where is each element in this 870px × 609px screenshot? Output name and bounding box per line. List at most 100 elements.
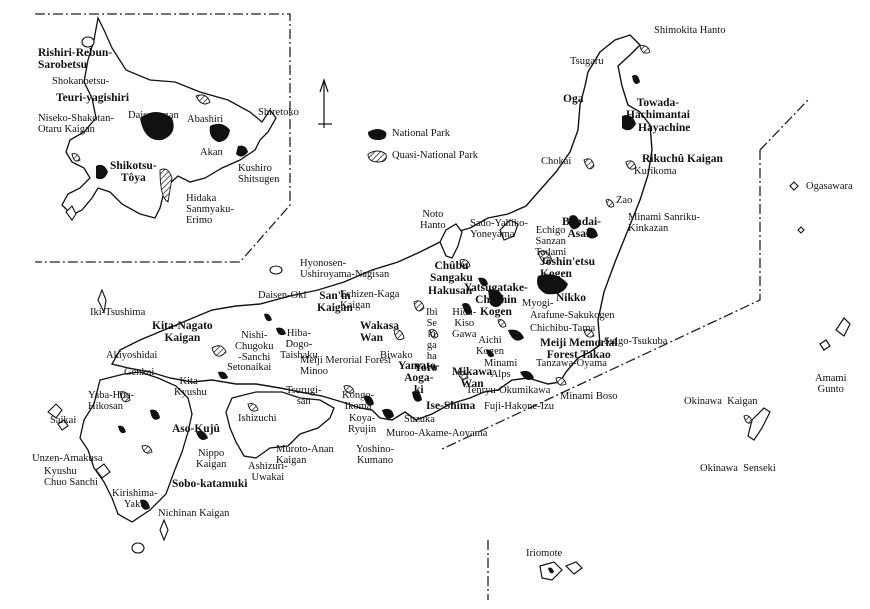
label-daisen: Daisen-Oki	[258, 290, 307, 301]
label-akiyoshidai: Akiyoshidai	[106, 350, 158, 361]
label-chichibu: Chichibu-Tama	[530, 323, 596, 334]
label-kushiro: Kushiro Shitsugen	[238, 163, 280, 185]
label-koya: Koya- Ryujin	[348, 413, 377, 435]
label-abashiri: Abashiri	[187, 114, 224, 125]
label-nishi-chugoku: Nishi- Chugoku -Sanchi	[235, 330, 274, 363]
label-ibi: Ibi Se ki ga ha ra	[426, 307, 438, 373]
label-iki: Iki-Tsushima	[90, 307, 146, 318]
label-okinawa-kaigan: Okinawa Kaigan	[684, 396, 758, 407]
label-shikotsu: Shikotsu- Tôya	[110, 160, 157, 184]
label-zao: Zao	[616, 195, 633, 206]
label-nikko: Nikko	[556, 292, 587, 304]
label-kirishima: Kirishima- Yaku	[112, 488, 158, 510]
legend-quasi-national-park-label: Quasi-National Park	[392, 150, 479, 161]
legend-national-park-label: National Park	[392, 128, 451, 139]
label-shiretoko: Shiretoko	[258, 107, 299, 118]
label-ogasawara: Ogasawara	[806, 181, 853, 192]
label-tsugaru: Tsugaru	[570, 56, 604, 67]
label-sanin: San'in Kaigan	[317, 290, 353, 314]
label-ise: Ise-Shima	[426, 400, 476, 412]
label-daisetsuzan: Daisetsuzan	[128, 110, 179, 121]
okinawa-island	[747, 407, 771, 441]
label-minami-alps: Minami Alps	[484, 358, 518, 380]
label-sado: Sado-Yahiko- Yoneyama	[470, 218, 528, 240]
quasi-national-parks	[71, 45, 753, 454]
label-minami-boso: Minami Boso	[560, 391, 618, 402]
label-aso: Aso-Kujû	[172, 423, 220, 435]
label-muroto: Muroto-Anan Kaigan	[276, 444, 334, 466]
tsushima	[97, 288, 107, 314]
amami-island	[819, 317, 851, 351]
label-ishizuchi: Ishizuchi	[238, 413, 277, 424]
label-aichi: Aichi Kogen	[476, 335, 504, 357]
label-genkai: Genkai	[124, 367, 155, 378]
label-kurikoma: Kurikoma	[634, 166, 677, 177]
tanegashima	[159, 518, 169, 542]
ogasawara-islands	[789, 181, 805, 234]
label-minami-sanriku: Minami Sanriku- Kinkazan	[628, 212, 701, 234]
label-muroo: Muroo-Akame-Aoyama	[386, 428, 488, 439]
label-ashizuri: Ashizuri- Uwakai	[248, 461, 288, 483]
label-yoro: Yoro	[414, 362, 438, 374]
label-wakasa: Wakasa Wan	[360, 320, 399, 344]
label-teuri: Teuri-yagishiri	[56, 92, 130, 104]
label-kita-kyushu: Kita- Kyushu	[174, 376, 207, 398]
label-biwako: Biwako	[380, 350, 413, 361]
label-nichinan: Nichinan Kaigan	[158, 508, 230, 519]
label-meiji-minoo: Meiji Merorial Forest Minoo	[300, 355, 391, 377]
label-hiba: Hiba- Dogo- Taishaku	[280, 328, 318, 361]
iriomote-island	[539, 561, 583, 581]
label-towada: Towada- Hachimantai	[626, 97, 690, 121]
label-yoshino: Yoshino- Kumano	[356, 444, 395, 466]
label-unzen: Unzen-Amakusa	[32, 453, 103, 464]
label-bandai: Bandai- Asahi	[562, 216, 601, 240]
okushiri-island	[65, 205, 77, 221]
goto-islands	[47, 403, 69, 431]
label-sobo: Sobo-katamuki	[172, 478, 248, 490]
ryukyu-inset-frame	[439, 99, 809, 600]
yakushima	[131, 542, 145, 554]
label-hayachine: Hayachine	[638, 122, 691, 134]
label-amami: Amami Gunto	[815, 373, 847, 395]
label-chokai: Chokai	[541, 156, 572, 167]
label-noto: Noto Hanto	[420, 209, 446, 231]
label-tanzawa: Tanzawa-Oyama	[536, 358, 607, 369]
rishiri-island	[81, 36, 95, 48]
label-oga: Oga	[563, 93, 584, 105]
label-suigo: Suigo-Tsukuba	[604, 336, 668, 347]
label-okinawa-senseki: Okinawa Senseki	[700, 463, 776, 474]
label-tsurugisan: Tsurugi- san	[286, 385, 322, 407]
label-hakusan: Hakusan	[428, 285, 473, 297]
label-akan: Akan	[200, 147, 223, 158]
label-rikuchu: Rikuchû Kaigan	[642, 153, 723, 165]
oki-islands	[269, 265, 283, 275]
label-hyonosen: Hyonosen- Ushiroyama-Nagisan	[300, 258, 390, 280]
label-chubu-sangaku: Chûbu Sangaku	[430, 260, 473, 284]
honshu-outline	[110, 34, 653, 421]
label-mikawa: Mikawa Wan	[452, 366, 493, 390]
noto-peninsula	[439, 223, 463, 259]
label-arafune: Arafune-Sakukogen	[530, 310, 615, 321]
label-iriomote: Iriomote	[526, 548, 563, 559]
label-nippo: Nippo Kaigan	[196, 448, 227, 470]
label-myogi: Myogi-	[522, 298, 554, 309]
label-yatsugatake: Yatsugatake- Chushin Kogen	[464, 282, 528, 318]
label-kongo: Kongo- Ikoma	[342, 390, 375, 412]
label-shokanbetsu: Shokanbetsu-	[52, 76, 110, 87]
label-suzuka: Suzuka	[404, 414, 435, 425]
label-kyushu-chuo: Kyushu Chuo Sanchi	[44, 466, 98, 488]
label-kita-nagato: Kita-Nagato Kaigan	[152, 320, 213, 344]
label-hidaka: Hidaka Sanmyaku- Erimo	[186, 193, 234, 226]
kyushu-outline	[79, 371, 193, 523]
hokkaido-inset-frame	[35, 13, 291, 263]
north-arrow-icon	[318, 78, 332, 128]
label-echigo: Echigo Sanzan Tadami	[535, 225, 567, 258]
label-hida-kiso: Hida- Kiso Gawa	[452, 307, 477, 340]
label-yamato: Yamato- Aoga- ki	[398, 360, 440, 396]
national-parks	[96, 74, 640, 574]
label-niseko: Niseko-Shakotan- Otaru Kaigan	[38, 113, 114, 135]
sado-island	[499, 219, 519, 241]
legend-quasi-national-park-symbol	[367, 150, 387, 163]
